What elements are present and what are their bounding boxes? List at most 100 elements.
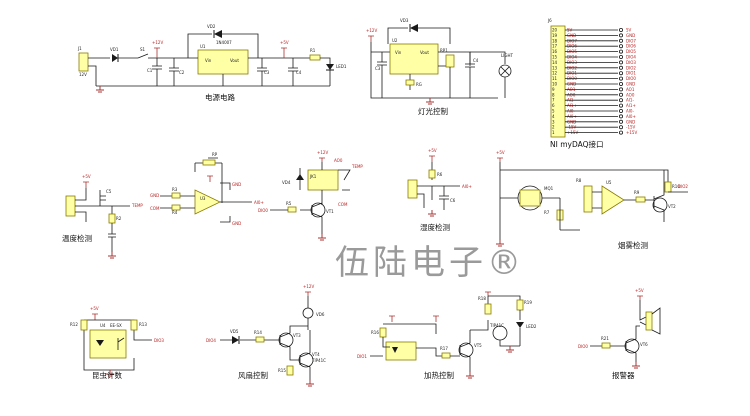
- label-relay-dio: DIO0: [258, 208, 268, 213]
- label-r13: R13: [139, 322, 147, 327]
- diode-vd2: [214, 30, 222, 38]
- daq-pin-terminal: [619, 92, 624, 97]
- daq-pin-terminal: [619, 76, 624, 81]
- label-temp-p5v: +5V: [82, 174, 91, 179]
- label-p12v: +12V: [152, 40, 163, 45]
- daq-pin-terminal: [619, 114, 624, 119]
- label-vd2-part: 1N4007: [216, 40, 232, 45]
- label-temp-out: TEMP: [131, 203, 143, 208]
- label-fan-dio: DIO4: [206, 338, 216, 343]
- label-smoke-r9: R9: [634, 190, 640, 195]
- resistor-r9: [635, 196, 646, 203]
- label-insect-p5v: +5V: [90, 306, 99, 311]
- mq1-body: [519, 189, 541, 207]
- label-amp-gnd3: GND: [232, 221, 241, 226]
- daq-pin-number: 6: [552, 103, 555, 108]
- daq-pin-label-right: AO0: [626, 92, 635, 97]
- transistor-vt4: [298, 352, 314, 368]
- daq-pin-number: 7: [552, 98, 555, 103]
- label-humid-p5v: +5V: [428, 148, 437, 153]
- pot-smoke: [583, 185, 593, 213]
- resistor-r10: [664, 181, 672, 193]
- daq-pin-number: 17: [552, 44, 558, 49]
- resistor-r15: [286, 365, 294, 376]
- daq-pin-number: 19: [552, 33, 558, 38]
- daq-pin-number: 14: [552, 60, 558, 65]
- caption-humid: 湿度检测: [420, 222, 450, 232]
- daq-pin-number: 4: [552, 114, 555, 119]
- resistor-temp: [108, 213, 116, 224]
- daq-pin-number: 15: [552, 55, 558, 60]
- diode-vd1: [112, 54, 118, 62]
- relay-u2: [389, 43, 439, 75]
- alarm-circuit: +5V DIO0 R21 VT6 报警器: [578, 288, 661, 380]
- label-vd3: VD3: [400, 18, 409, 23]
- label-vd2: VD2: [207, 24, 216, 29]
- temperature-circuit: +5V C5 R2 TEMP 温度检测: [62, 174, 143, 259]
- fan-motor: [302, 307, 314, 319]
- resistor-r5: [287, 206, 297, 213]
- resistor-r3: [171, 192, 181, 199]
- daq-pin-number: 20: [552, 28, 558, 33]
- label-insect-dio: DIO3: [154, 338, 164, 343]
- diode-vd4: [296, 174, 304, 180]
- resistor-r14: [255, 336, 265, 343]
- label-relay-p12v: +12V: [317, 150, 328, 155]
- label-smoke-p5v: +5V: [496, 150, 505, 155]
- humidity-circuit: +5V R6 C6 AI0+ 湿度检测: [407, 148, 472, 232]
- caption-light: 灯光控制: [418, 106, 448, 116]
- daq-pin-label-right: GND: [626, 119, 635, 124]
- caption-alarm: 报警器: [612, 370, 635, 380]
- daq-pin-number: 13: [552, 65, 558, 70]
- label-vout: Vout: [230, 58, 239, 63]
- label-mq1: MQ1: [544, 186, 554, 191]
- label-u4: U4: [100, 323, 106, 328]
- label-j1: J1: [77, 46, 82, 51]
- daq-pin-number: 1: [552, 130, 555, 135]
- opto-led: [392, 347, 398, 353]
- label-vin: Vin: [205, 58, 212, 63]
- label-amp-out: AI0+: [254, 200, 264, 205]
- resistor-r12: [80, 319, 88, 331]
- daq-pin-terminal: [619, 119, 624, 124]
- transistor-vt6: [624, 338, 640, 354]
- label-heat-dio: DIO1: [357, 354, 367, 359]
- daq-pin-number: 12: [552, 71, 558, 76]
- photoresistor-rg: [405, 79, 415, 86]
- label-relay-ao0: AO0: [334, 158, 343, 163]
- label-vt4: VT4: [312, 352, 320, 357]
- daq-pin-terminal: [619, 109, 624, 114]
- label-humid-out: AI0+: [462, 184, 472, 189]
- label-heat-tip: TIP41C: [489, 323, 504, 328]
- label-c3: C3: [264, 70, 270, 75]
- daq-pin-number: 5: [552, 109, 555, 114]
- label-ee: EE-SX: [110, 323, 122, 328]
- sensor-header: [65, 195, 76, 217]
- label-r1: R1: [310, 48, 316, 53]
- transistor-vt3: [278, 332, 294, 348]
- pot-rp: [202, 159, 216, 166]
- label-r16: R16: [371, 330, 379, 335]
- daq-pin-label-right: DIO3: [626, 60, 636, 65]
- daq-pin-terminal: [619, 44, 624, 49]
- resistor-r17: [441, 352, 451, 359]
- heating-control-circuit: R16 DIO1 R17 VT5 R18 R19 TIP41C LED2 加热控…: [357, 291, 537, 380]
- daq-pin-number: 10: [552, 82, 558, 87]
- label-u2: U2: [392, 38, 398, 43]
- caption-temp: 温度检测: [62, 233, 92, 243]
- label-fan-p12v: +12V: [303, 284, 314, 289]
- optocoupler: [385, 341, 417, 361]
- daq-pin-label-right: GND: [626, 82, 635, 87]
- label-smoke-dio: DIO2: [678, 184, 688, 189]
- daq-pin-terminal: [619, 71, 624, 76]
- label-light-p12v: +12V: [366, 28, 377, 33]
- label-relay-com: COM: [338, 202, 348, 207]
- speaker-cone: [651, 307, 661, 335]
- diode-vd5: [232, 336, 239, 344]
- dc-jack-j1: [78, 52, 89, 72]
- daq-pin-terminal: [619, 38, 624, 43]
- label-r18: R18: [478, 296, 486, 301]
- label-jk1: JK1: [309, 174, 317, 179]
- label-p5v: +5V: [280, 40, 289, 45]
